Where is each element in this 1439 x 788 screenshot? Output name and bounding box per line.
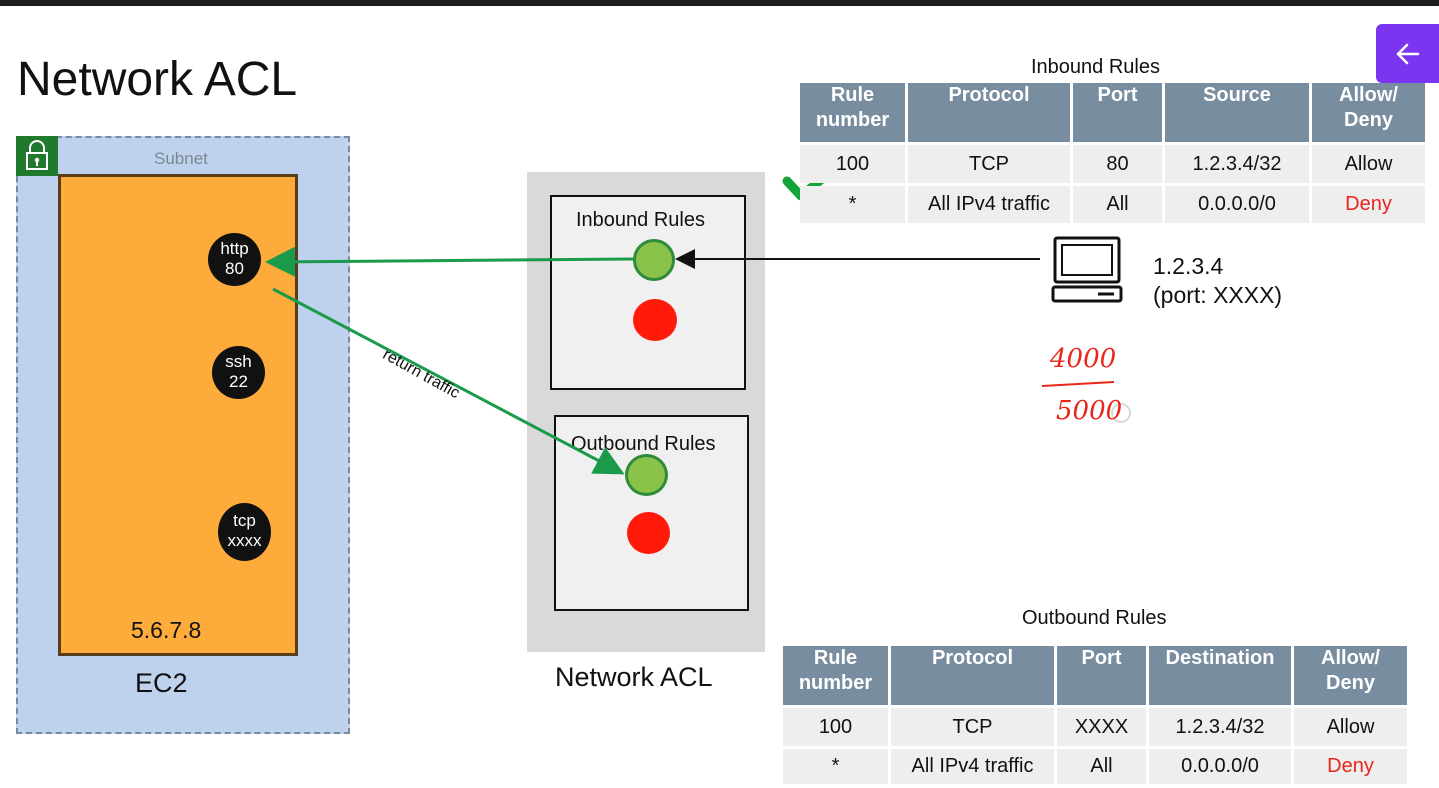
acl-inbound-box <box>550 195 746 390</box>
outbound-deny-dot <box>627 512 670 554</box>
port-number: xxxx <box>227 531 262 550</box>
col-source: Source <box>1165 83 1309 142</box>
port-http-80: http 80 <box>208 233 261 286</box>
inbound-allow-dot <box>633 239 675 281</box>
lock-icon <box>16 136 58 176</box>
return-traffic-arrow <box>272 287 625 475</box>
ec2-ip: 5.6.7.8 <box>131 617 202 643</box>
annotation-4000: 4000 <box>1050 344 1117 374</box>
page-title: Network ACL <box>17 53 298 106</box>
port-number: 80 <box>225 259 244 278</box>
col-rule-number: Rule number <box>800 83 905 142</box>
col-allow-deny: Allow/ Deny <box>1312 83 1425 142</box>
port-number: 22 <box>229 372 248 391</box>
annotation-divider <box>1041 381 1115 387</box>
outbound-table-title: Outbound Rules <box>1022 607 1167 629</box>
port-name: ssh <box>225 352 252 371</box>
cell-port: All <box>1073 186 1162 223</box>
ec2-label: EC2 <box>135 668 188 698</box>
port-name: http <box>220 239 249 258</box>
table-row: * All IPv4 traffic All 0.0.0.0/0 Deny <box>800 186 1425 223</box>
cell-protocol: All IPv4 traffic <box>891 749 1054 784</box>
col-port: Port <box>1073 83 1162 142</box>
table-row: 100 TCP 80 1.2.3.4/32 Allow <box>800 145 1425 183</box>
cell-protocol: TCP <box>891 708 1054 746</box>
table-header-row: Rule number Protocol Port Source Allow/ … <box>800 83 1425 142</box>
col-port: Port <box>1057 646 1146 705</box>
outbound-allow-dot <box>625 454 668 496</box>
cell-protocol: TCP <box>908 145 1070 183</box>
inbound-deny-dot <box>633 299 677 341</box>
col-destination: Destination <box>1149 646 1291 705</box>
back-arrow-icon <box>1396 43 1419 64</box>
port-tcp-xxxx: tcp xxxx <box>218 503 271 561</box>
back-button[interactable] <box>1376 24 1439 83</box>
annotation-5000: 5000 <box>1056 396 1123 426</box>
port-ssh-22: ssh 22 <box>212 346 265 399</box>
cell-port: XXXX <box>1057 708 1146 746</box>
cell-source: 1.2.3.4/32 <box>1165 145 1309 183</box>
acl-inbound-label: Inbound Rules <box>576 209 705 231</box>
table-row: 100 TCP XXXX 1.2.3.4/32 Allow <box>783 708 1407 746</box>
top-bar <box>0 0 1439 6</box>
table-row: * All IPv4 traffic All 0.0.0.0/0 Deny <box>783 749 1407 784</box>
col-allow-deny: Allow/ Deny <box>1294 646 1407 705</box>
cursor-circle <box>1111 403 1131 423</box>
cell-rule-number: * <box>800 186 905 223</box>
outbound-rules-table: Rule number Protocol Port Destination Al… <box>780 643 1410 787</box>
cell-port: 80 <box>1073 145 1162 183</box>
inbound-forward-arrow <box>265 246 634 277</box>
col-protocol: Protocol <box>908 83 1070 142</box>
inbound-table-title: Inbound Rules <box>1031 56 1160 78</box>
cell-rule-number: * <box>783 749 888 784</box>
cell-allow-deny: Allow <box>1312 145 1425 183</box>
cell-rule-number: 100 <box>800 145 905 183</box>
client-address: 1.2.3.4 (port: XXXX) <box>1153 252 1282 310</box>
cell-destination: 0.0.0.0/0 <box>1149 749 1291 784</box>
cell-port: All <box>1057 749 1146 784</box>
client-port: (port: XXXX) <box>1153 282 1283 308</box>
network-acl-label: Network ACL <box>555 662 713 692</box>
cell-source: 0.0.0.0/0 <box>1165 186 1309 223</box>
client-ip: 1.2.3.4 <box>1153 253 1224 279</box>
subnet-label: Subnet <box>154 149 208 168</box>
table-header-row: Rule number Protocol Port Destination Al… <box>783 646 1407 705</box>
cell-destination: 1.2.3.4/32 <box>1149 708 1291 746</box>
computer-icon <box>1051 236 1123 303</box>
cell-allow-deny: Deny <box>1312 186 1425 223</box>
cell-protocol: All IPv4 traffic <box>908 186 1070 223</box>
col-rule-number: Rule number <box>783 646 888 705</box>
inbound-rules-table: Rule number Protocol Port Source Allow/ … <box>797 80 1428 226</box>
port-name: tcp <box>233 511 256 530</box>
cell-allow-deny: Allow <box>1294 708 1407 746</box>
col-protocol: Protocol <box>891 646 1054 705</box>
cell-allow-deny: Deny <box>1294 749 1407 784</box>
cell-rule-number: 100 <box>783 708 888 746</box>
